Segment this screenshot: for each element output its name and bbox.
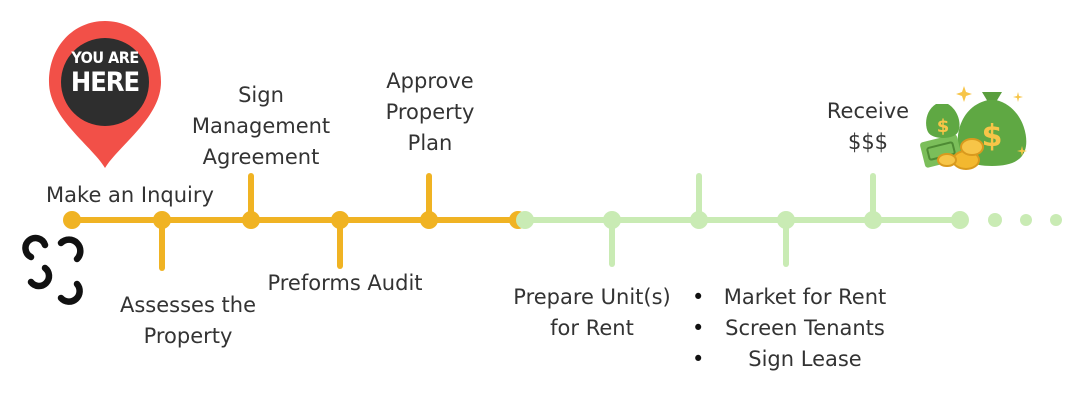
node-end xyxy=(951,211,969,229)
step5-line2: Property xyxy=(385,100,475,124)
location-pin-icon xyxy=(49,21,161,168)
node-step7 xyxy=(777,211,795,229)
step-label-market-list: Market for Rent Screen Tenants Sign Leas… xyxy=(690,282,920,375)
node-green-start xyxy=(516,211,534,229)
node-step2 xyxy=(153,211,171,229)
step5-line3: Plan xyxy=(407,131,453,155)
step-label-assesses-property: Assesses the Property xyxy=(108,290,268,352)
step-label-sign-agreement: Sign Management Agreement xyxy=(180,80,342,173)
list-item: Market for Rent xyxy=(690,282,920,313)
node-step8 xyxy=(864,211,882,229)
pin-line2: HERE xyxy=(70,67,140,98)
money-bags-icon: $ $ xyxy=(920,86,1027,170)
trail-dot-3 xyxy=(1050,214,1062,226)
step2-line1: Assesses the xyxy=(119,293,257,317)
step8-line2: $$$ xyxy=(847,130,889,154)
list-item: Sign Lease xyxy=(690,344,920,375)
node-step5 xyxy=(420,211,438,229)
svg-text:$: $ xyxy=(937,116,950,137)
step8-line1: Receive xyxy=(826,99,910,123)
step-label-prepare-units: Prepare Unit(s) for Rent xyxy=(492,282,692,344)
step6-line2: for Rent xyxy=(550,316,634,340)
step-label-receive-money: Receive $$$ xyxy=(808,96,928,158)
step3-line3: Agreement xyxy=(202,145,320,169)
you-are-here-label: YOU ARE HERE xyxy=(62,48,148,98)
step3-line2: Management xyxy=(191,114,331,138)
step-label-approve-plan: Approve Property Plan xyxy=(360,66,500,159)
node-step4 xyxy=(331,211,349,229)
step1-text: Make an Inquiry xyxy=(46,183,214,207)
step-label-preforms-audit: Preforms Audit xyxy=(250,268,440,299)
step6-line1: Prepare Unit(s) xyxy=(513,285,671,309)
list-item: Screen Tenants xyxy=(690,313,920,344)
trail-dot-2 xyxy=(1020,214,1032,226)
step2-line2: Property xyxy=(143,324,233,348)
step-label-make-inquiry: Make an Inquiry xyxy=(25,180,235,211)
node-step6b xyxy=(690,211,708,229)
node-step3 xyxy=(242,211,260,229)
step5-line1: Approve xyxy=(386,69,474,93)
pin-line1: YOU ARE xyxy=(71,48,139,67)
trail-dot-1 xyxy=(988,213,1002,227)
step3-line1: Sign xyxy=(238,83,284,107)
node-step6 xyxy=(603,211,621,229)
node-step1 xyxy=(63,211,81,229)
step4-text: Preforms Audit xyxy=(267,271,423,295)
link-chain-icon xyxy=(22,234,84,305)
svg-text:$: $ xyxy=(982,119,1003,154)
